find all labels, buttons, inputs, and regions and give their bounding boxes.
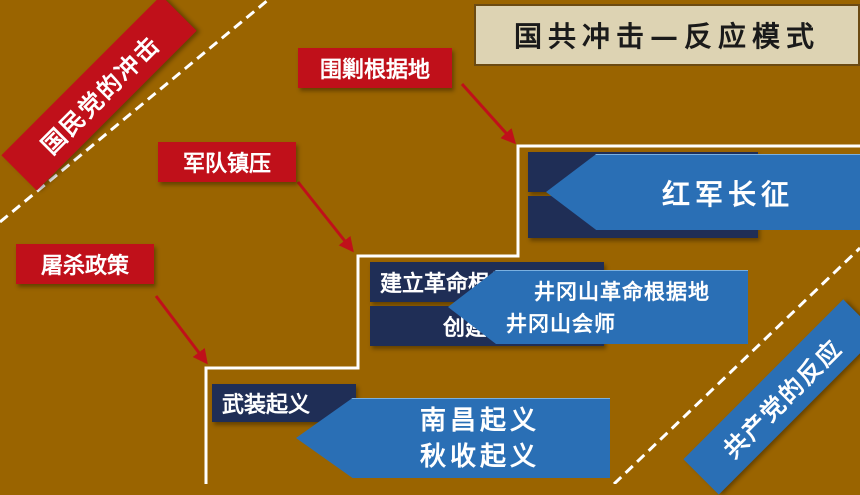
label-encircle: 围剿根据地	[298, 48, 452, 88]
diagram-lines	[0, 0, 860, 484]
event-jinggang-base: 井冈山革命根据地	[534, 278, 710, 304]
event-long-march: 红军长征	[661, 177, 794, 211]
event-jinggang-meeting: 井冈山会师	[506, 310, 616, 336]
arrow-suppress	[296, 181, 354, 253]
label-massacre: 屠杀政策	[16, 244, 154, 284]
label-suppress: 军队镇压	[158, 142, 296, 182]
upper-diagonal-divider	[0, 0, 269, 224]
lower-diagonal-divider	[612, 246, 860, 484]
callout-jinggang: 井冈山革命根据地 井冈山会师	[448, 270, 748, 344]
arrow-massacre	[154, 295, 208, 365]
event-autumn-harvest: 秋收起义	[419, 441, 540, 472]
event-nanchang: 南昌起义	[419, 405, 540, 436]
staircase-line	[204, 144, 860, 484]
arrow-encircle	[460, 82, 517, 145]
callout-uprisings: 南昌起义 秋收起义	[296, 398, 610, 478]
callout-long-march: 红军长征	[546, 154, 860, 230]
page-title: 国共冲击—反应模式	[474, 4, 860, 66]
step-armed-uprising: 武装起义	[212, 384, 356, 422]
